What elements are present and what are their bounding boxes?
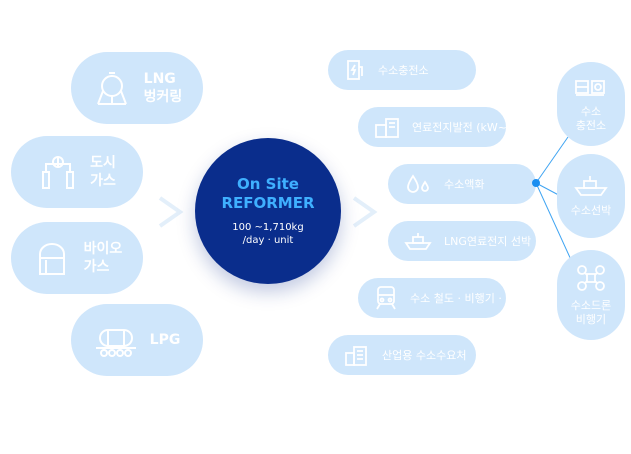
app-hydrogen-charging-station: 수소충전소 xyxy=(328,50,476,90)
app-industrial-hydrogen-demand: 산업용 수소수요처 xyxy=(328,335,476,375)
charging-station-icon xyxy=(344,59,366,81)
tank-truck-station-icon xyxy=(574,75,608,99)
source-label: 바이오 가스 xyxy=(83,241,123,275)
use-label: 수소선박 xyxy=(570,204,612,217)
lng-tank-icon xyxy=(92,68,132,108)
app-label: 산업용 수소수요처 xyxy=(382,348,467,362)
chevron-right-icon xyxy=(158,196,184,228)
factory-icon xyxy=(344,343,370,367)
use-hydrogen-station: 수소 충전소 xyxy=(557,62,625,146)
cargo-ship-icon xyxy=(574,174,608,198)
liquid-drop-icon xyxy=(404,173,432,195)
app-hydrogen-rail-air-military: 수소 철도 · 비행기 · 군용 xyxy=(358,278,526,318)
ship-icon xyxy=(404,230,432,252)
drone-icon xyxy=(575,263,607,293)
app-label: LNG연료전지 선박 xyxy=(444,234,532,248)
source-bio-gas: 바이오 가스 xyxy=(11,222,143,294)
use-hydrogen-drone-aircraft: 수소드론 비행기 xyxy=(557,250,625,340)
app-label: 연료전지발전 (kW~MW) xyxy=(412,120,532,134)
app-lng-fuel-cell-ship: LNG연료전지 선박 xyxy=(388,221,536,261)
source-label: LPG xyxy=(149,332,181,348)
reformer-capacity: 100 ~1,710kg /day · unit xyxy=(232,222,304,246)
fuel-cell-plant-icon xyxy=(374,115,400,139)
source-label: 도시 가스 xyxy=(90,155,116,189)
app-fuel-cell-power: 연료전지발전 (kW~MW) xyxy=(358,107,532,147)
train-icon xyxy=(374,285,398,311)
reformer-title-line1: On Site xyxy=(237,175,299,193)
source-label: LNG 벙커링 xyxy=(143,71,183,105)
app-label: 수소 철도 · 비행기 · 군용 xyxy=(410,291,526,305)
lpg-tanker-icon xyxy=(94,320,138,360)
bio-gas-tank-icon xyxy=(32,238,72,278)
reformer-title-line2: REFORMER xyxy=(221,194,315,212)
source-lpg: LPG xyxy=(71,304,203,376)
source-city-gas: 도시 가스 xyxy=(11,136,143,208)
connector-dot xyxy=(532,179,540,187)
use-hydrogen-ship: 수소선박 xyxy=(557,154,625,238)
use-label: 수소드론 비행기 xyxy=(570,299,612,326)
on-site-reformer-circle: On Site REFORMER 100 ~1,710kg /day · uni… xyxy=(195,138,341,284)
city-gas-pipe-icon xyxy=(38,152,78,192)
app-label: 수소액화 xyxy=(444,177,485,191)
source-lng-bunkering: LNG 벙커링 xyxy=(71,52,203,124)
app-label: 수소충전소 xyxy=(378,63,429,77)
app-hydrogen-liquefaction: 수소액화 xyxy=(388,164,536,204)
chevron-right-icon xyxy=(352,196,378,228)
use-label: 수소 충전소 xyxy=(575,105,607,132)
